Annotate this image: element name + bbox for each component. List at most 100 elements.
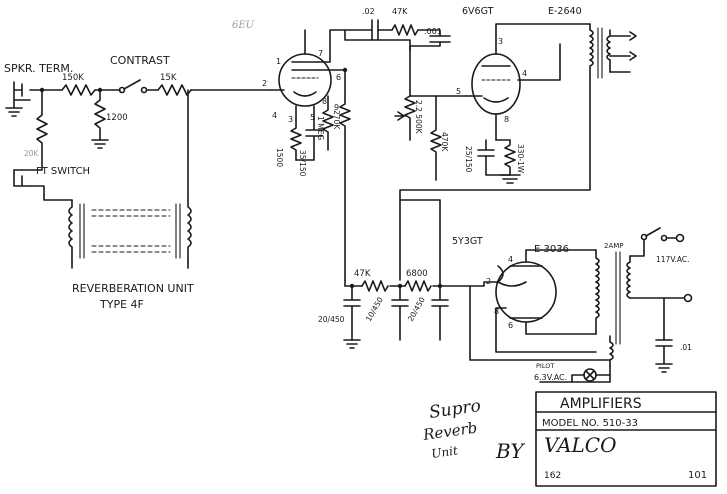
label-r-20k: 20K — [24, 149, 40, 158]
tube-6eu — [269, 29, 373, 121]
transformer-e3036 — [539, 227, 693, 383]
power-switch — [645, 227, 661, 237]
handwriting-by: BY — [495, 439, 525, 463]
title-sheet-right: 101 — [688, 470, 707, 481]
label-r-1200: 1200 — [106, 113, 128, 123]
power-supply — [343, 199, 499, 349]
label-r-35-150: 35/150 — [298, 150, 307, 177]
label-cap-20-450-b: 20/450 — [406, 295, 427, 323]
label-r-150k: 150K — [62, 73, 84, 83]
resistor-150k — [61, 84, 96, 96]
contrast-switch-contact-b — [140, 86, 148, 94]
reverb-spring — [91, 209, 171, 253]
ac-plug-terminal — [675, 233, 685, 243]
resistor-330 — [504, 139, 516, 176]
coupling-network-top — [344, 19, 451, 51]
ground-symbol — [91, 139, 109, 149]
reverb-output-coil — [187, 199, 192, 263]
capacitor-20-450-a — [343, 285, 361, 341]
ft-switch-jack — [13, 169, 31, 187]
label-tube-5y3gt: 5Y3GT — [452, 236, 483, 247]
label-r-470k: 470K — [440, 132, 449, 152]
pin-6eu-9: 9 — [334, 103, 339, 112]
pin-6eu-7: 7 — [318, 49, 323, 58]
capacitor-10-450 — [391, 285, 409, 341]
pin-6eu-3: 3 — [288, 115, 293, 124]
input-section — [5, 79, 271, 201]
title-model: MODEL NO. 510-33 — [542, 418, 638, 429]
title-block — [535, 391, 717, 487]
tube-5y3gt — [469, 249, 611, 361]
contrast-switch-contact-a — [118, 86, 126, 94]
e3036-primary — [626, 255, 631, 299]
capacitor-01 — [655, 339, 673, 347]
pin-6eu-6: 6 — [336, 73, 341, 82]
e2640-secondary — [606, 29, 611, 73]
label-cap-20-450-a: 20/450 — [318, 315, 345, 324]
label-ft-switch: FT SWITCH — [36, 166, 90, 177]
label-cap-001: .001 — [424, 27, 442, 36]
handwriting-valco: VALCO — [544, 433, 617, 457]
label-r-47k-mid: 47K — [354, 269, 371, 279]
label-r-15k: 15K — [160, 73, 177, 83]
6eu-bias-network — [290, 67, 351, 281]
label-ac-63: 6.3V.AC. — [534, 373, 567, 382]
reverberation-unit — [68, 89, 192, 269]
resistor-270k — [339, 69, 351, 281]
label-xfmr-e2640: E-2640 — [548, 6, 582, 17]
label-r-47k-top: 47K — [392, 7, 408, 16]
label-cap-25-150: 25/150 — [464, 146, 473, 173]
capacitor-02 — [371, 19, 379, 41]
pin-6v6-4: 4 — [522, 69, 527, 78]
pin-6v6-5: 5 — [456, 87, 461, 96]
pin-6v6-8: 8 — [504, 115, 509, 124]
label-ac-117: 117V.AC. — [656, 255, 689, 264]
label-spkr-term: SPKR. TERM. — [4, 62, 73, 75]
label-r-270k: 270K — [332, 110, 341, 130]
pin-5y3-6: 6 — [508, 321, 513, 330]
label-r-330: 330-1W — [516, 144, 525, 174]
resistor-20k — [13, 89, 48, 171]
capacitor-001 — [429, 35, 451, 43]
label-r-6800: 6800 — [406, 269, 428, 279]
label-reverb-unit: REVERBERATION UNIT — [72, 282, 194, 295]
schematic-labels: SPKR. TERM. CONTRAST 150K 15K 1200 20K F… — [4, 6, 692, 382]
label-contrast: CONTRAST — [110, 54, 170, 67]
pilot-lamp — [571, 368, 611, 383]
e2640-primary — [589, 23, 594, 79]
e3036-heater-winding — [609, 335, 614, 367]
tube-5y3gt-envelope — [495, 261, 557, 323]
reverb-input-coil — [68, 199, 73, 263]
pin-6v6-3: 3 — [498, 37, 503, 46]
resistor-6800 — [404, 280, 432, 292]
label-r-1meg: 1 MEG — [316, 116, 325, 140]
label-pilot: PILOT — [536, 362, 554, 370]
pin-6eu-8: 8 — [322, 97, 327, 106]
label-amp-note: 2AMP — [604, 242, 624, 250]
label-r-1500: 1500 — [275, 148, 284, 167]
label-reverb-type: TYPE 4F — [99, 298, 144, 311]
tube-6v6gt — [465, 23, 591, 184]
capacitor-25-150 — [477, 139, 495, 157]
resistor-47k-filter — [361, 280, 389, 292]
speaker-jack — [13, 81, 31, 101]
pin-5y3-2: 2 — [486, 277, 491, 286]
label-cap-01: .01 — [680, 343, 692, 352]
pin-6eu-4: 4 — [272, 111, 277, 120]
title-block-frame — [535, 391, 717, 487]
label-pot-500k: 2.2 500K — [414, 100, 423, 135]
pin-5y3-8: 8 — [494, 307, 499, 316]
handwritten-note: Supro Reverb Unit BY VALCO — [421, 396, 616, 463]
resistor-15k — [157, 84, 192, 96]
e3036-hv-secondary — [595, 249, 600, 335]
capacitor-20-450-b — [431, 285, 449, 341]
resistor-1500 — [290, 119, 302, 161]
pin-6eu-2: 2 — [262, 79, 267, 88]
label-cap-02: .02 — [362, 7, 375, 16]
label-tube-6v6gt: 6V6GT — [462, 6, 494, 17]
pin-6eu-1: 1 — [276, 57, 281, 66]
resistor-47k-top — [391, 24, 419, 36]
title-block-text: AMPLIFIERS MODEL NO. 510-33 162 101 — [542, 396, 707, 481]
contrast-switch-lever — [123, 79, 141, 90]
